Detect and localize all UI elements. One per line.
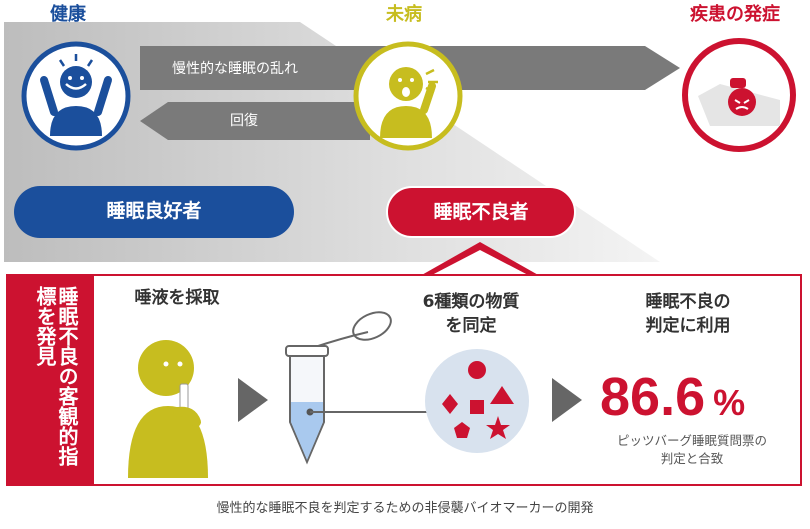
happy-person-icon: [21, 41, 131, 151]
sick-in-bed-icon: [682, 38, 796, 152]
good-sleepers-pill: 睡眠良好者: [14, 186, 294, 238]
flow-arrow-2: [552, 378, 582, 422]
step-judgment-line2: 判定に利用: [645, 316, 731, 336]
stage-label-pre-symptomatic: 未病: [386, 4, 422, 25]
chronic-disruption-label: 慢性的な睡眠の乱れ: [172, 61, 298, 77]
step-judgment-line1: 睡眠不良の: [645, 292, 731, 312]
accuracy-value: 86.6: [600, 367, 706, 427]
recovery-label: 回復: [230, 113, 258, 129]
flow-arrow-1: [238, 378, 268, 422]
accuracy-unit: %: [713, 382, 746, 423]
sample-tube-icon: [285, 311, 392, 465]
recovery-arrow: [140, 102, 370, 140]
six-substances-icon: [425, 349, 529, 453]
accuracy-result: 86.6%: [600, 362, 796, 432]
stage-label-healthy: 健康: [50, 4, 86, 25]
tired-person-icon: [353, 41, 463, 151]
step-saliva-title: 唾液を採取: [134, 288, 220, 308]
accuracy-note-line1: ピッツバーグ睡眠質問票の: [616, 433, 767, 448]
step-identify-line1: 6種類の物質: [422, 292, 520, 312]
step-identify-line2: を同定: [445, 316, 497, 336]
accuracy-note-line2: 判定と合致: [660, 451, 724, 466]
saliva-person-icon: [128, 340, 208, 478]
panel-side-bar: [8, 276, 94, 484]
poor-sleepers-pill: 睡眠不良者: [386, 186, 576, 238]
panel-pointer: [420, 242, 540, 276]
stage-label-disease-onset: 疾患の発症: [690, 4, 780, 25]
panel-side-title: 睡眠不良の客観的指標を発見: [33, 286, 79, 466]
figure-caption: 慢性的な睡眠不良を判定するための非侵襲バイオマーカーの開発: [216, 501, 594, 516]
